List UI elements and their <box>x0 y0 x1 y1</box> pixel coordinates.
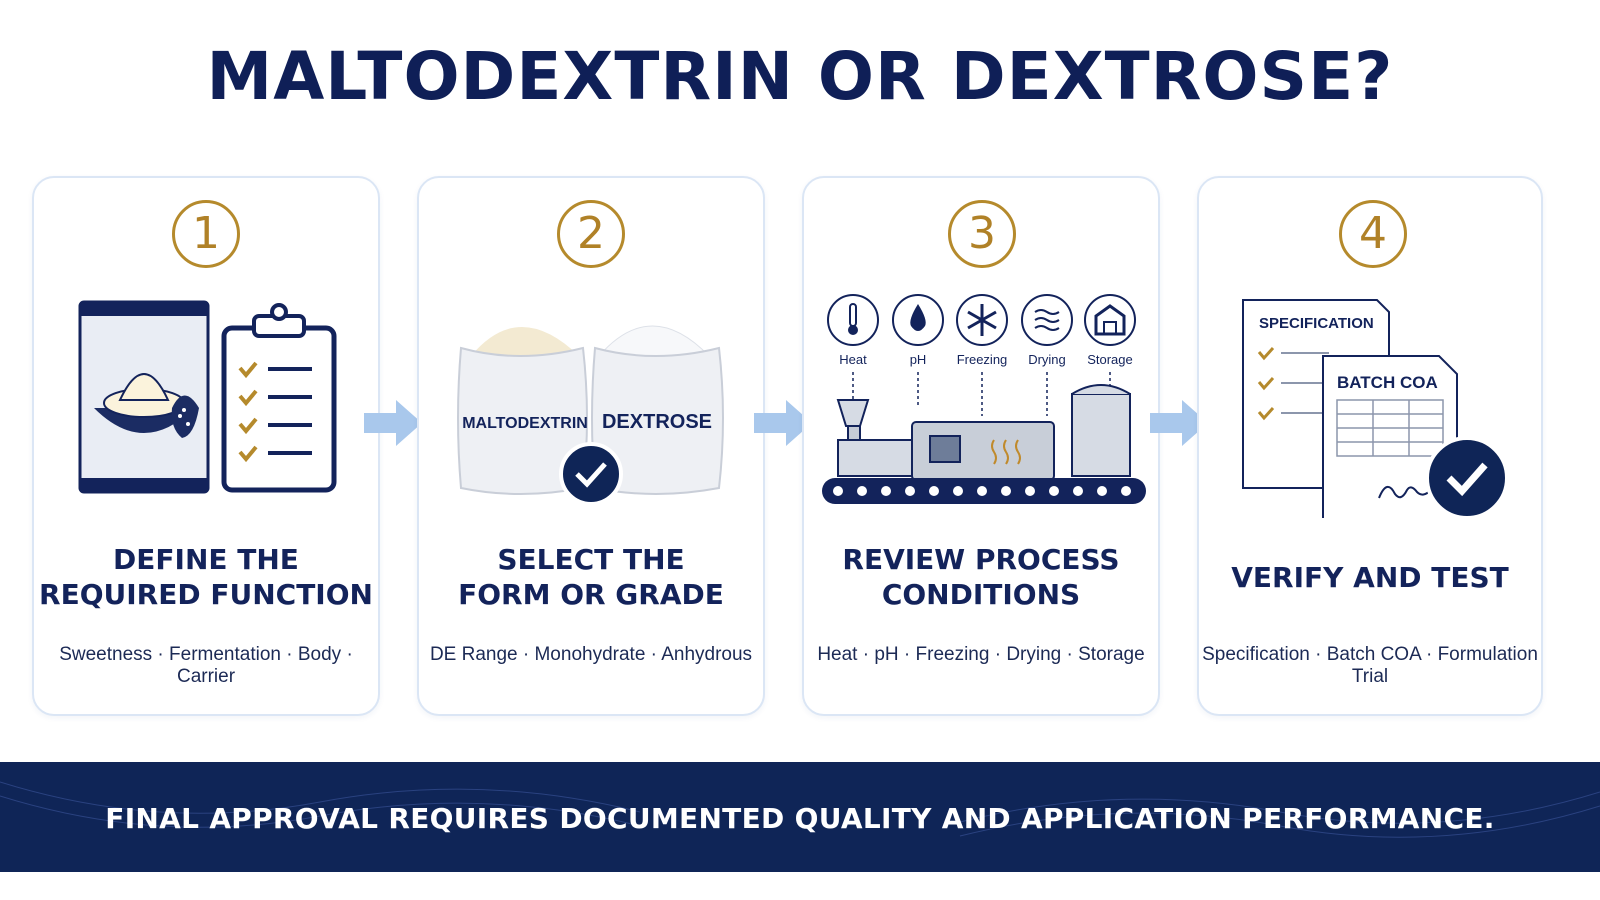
banner-text: FINAL APPROVAL REQUIRES DOCUMENTED QUALI… <box>105 802 1495 835</box>
icon-label-ph: pH <box>910 352 927 367</box>
step-number-badge: 4 <box>1339 200 1407 268</box>
checklist-clipboard-icon <box>221 303 337 493</box>
ph-drop-icon <box>892 294 944 346</box>
arrow-right-icon <box>364 400 422 446</box>
signature-mark <box>1378 486 1432 499</box>
icon-label-storage: Storage <box>1087 352 1133 367</box>
step-title-line2: CONDITIONS <box>881 578 1081 611</box>
sack-label-maltodextrin: MALTODEXTRIN <box>462 415 588 432</box>
step-subtitle: Specification · Batch COA · Formulation … <box>1202 644 1538 687</box>
thermometer-icon <box>827 294 879 346</box>
process-line-illustration: Heat pH Freezing Drying Storage <box>822 294 1146 504</box>
step-title-line1: SELECT THE <box>497 543 685 576</box>
step-card-select-grade: 2 MALTODEXTRIN DEXTROSE SELECT THE FORM … <box>417 176 765 716</box>
documents-illustration: SPECIFICATION BATCH COA <box>1242 299 1509 518</box>
batch-coa-document-icon: BATCH COA <box>1322 355 1458 518</box>
step-number-badge: 1 <box>172 200 240 268</box>
step-title-line2: FORM OR GRADE <box>458 578 724 611</box>
step-subtitle: DE Range · Monohydrate · Anhydrous <box>429 644 753 665</box>
icon-label-freezing: Freezing <box>957 352 1008 367</box>
step-card-process-conditions: 3 Heat pH Freezing Drying Storage <box>802 176 1160 716</box>
sack-label-dextrose: DEXTROSE <box>602 411 712 433</box>
storage-warehouse-icon <box>1084 294 1136 346</box>
step-number-badge: 2 <box>557 200 625 268</box>
step-title-line1: VERIFY AND TEST <box>1231 561 1509 594</box>
production-machinery-icon <box>822 384 1146 504</box>
step-title-line2: REQUIRED FUNCTION <box>39 578 373 611</box>
step-subtitle: Sweetness · Fermentation · Body · Carrie… <box>59 644 353 687</box>
step-title-line1: REVIEW PROCESS <box>842 543 1120 576</box>
step-subtitle: Heat · pH · Freezing · Drying · Storage <box>817 644 1145 665</box>
check-circle-icon <box>559 442 623 506</box>
check-circle-icon <box>1425 436 1509 518</box>
svg-text:BATCH COA: BATCH COA <box>1337 373 1438 392</box>
arrow-right-icon <box>754 400 812 446</box>
product-pack-and-checklist-illustration <box>78 300 337 494</box>
ingredient-sacks-illustration: MALTODEXTRIN DEXTROSE <box>457 325 724 506</box>
svg-text:SPECIFICATION: SPECIFICATION <box>1259 315 1374 332</box>
product-pouch-icon <box>78 300 210 494</box>
page-title: MALTODEXTRIN OR DEXTROSE? <box>206 38 1394 115</box>
step-number-badge: 3 <box>948 200 1016 268</box>
arrow-right-icon <box>1150 400 1208 446</box>
bottom-banner: FINAL APPROVAL REQUIRES DOCUMENTED QUALI… <box>0 762 1600 872</box>
drying-waves-icon <box>1021 294 1073 346</box>
icon-label-drying: Drying <box>1028 352 1066 367</box>
banner-wave-decoration <box>0 781 1600 838</box>
snowflake-icon <box>956 294 1008 346</box>
step-card-define-function: 1 DEFINE THE REQUIRED FUNCTION Sweetness… <box>32 176 380 716</box>
icon-label-heat: Heat <box>839 352 867 367</box>
step-title-line1: DEFINE THE <box>113 543 299 576</box>
step-card-verify-test: 4 SPECIFICATION BATCH COA VERIFY AND TES… <box>1197 176 1543 716</box>
